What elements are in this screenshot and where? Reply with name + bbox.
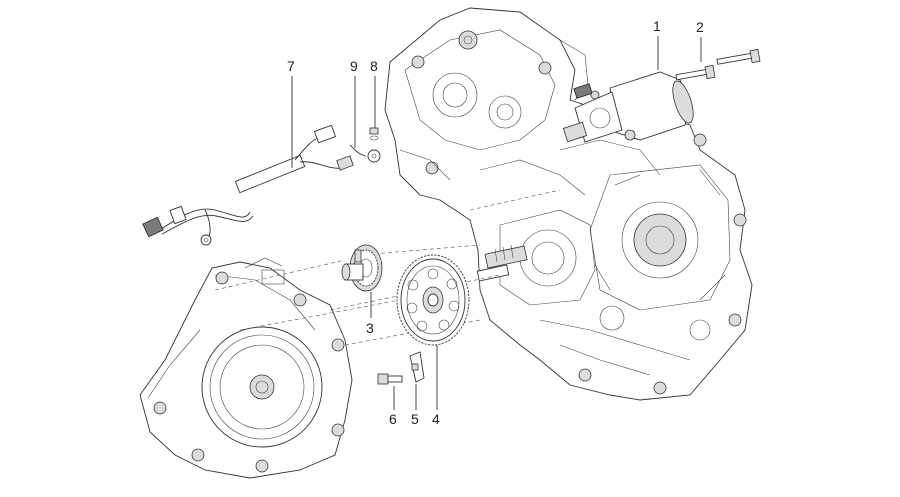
ground-screw — [369, 127, 379, 141]
callout-2: 2 — [696, 19, 704, 35]
hex-screw — [377, 373, 403, 385]
callout-8: 8 — [370, 58, 378, 74]
callout-7: 7 — [287, 58, 295, 74]
ground-cable-lug — [349, 144, 381, 163]
callout-5: 5 — [411, 411, 419, 427]
callout-6: 6 — [389, 411, 397, 427]
side-cover — [139, 257, 353, 479]
retaining-plate — [409, 351, 425, 383]
callout-labels: 1 2 7 9 8 3 6 5 4 — [287, 18, 704, 427]
callout-1: 1 — [653, 18, 661, 34]
starter-mounting-bolts — [675, 48, 761, 81]
callout-3: 3 — [366, 320, 374, 336]
starter-motor — [562, 71, 694, 143]
callout-4: 4 — [432, 411, 440, 427]
engine-crankcase — [384, 7, 753, 401]
callout-9: 9 — [350, 58, 358, 74]
starter-gear-assembly — [341, 244, 383, 292]
wiring-harness — [142, 124, 354, 246]
starter-driven-gear — [396, 254, 470, 346]
leader-lines — [291, 36, 702, 410]
